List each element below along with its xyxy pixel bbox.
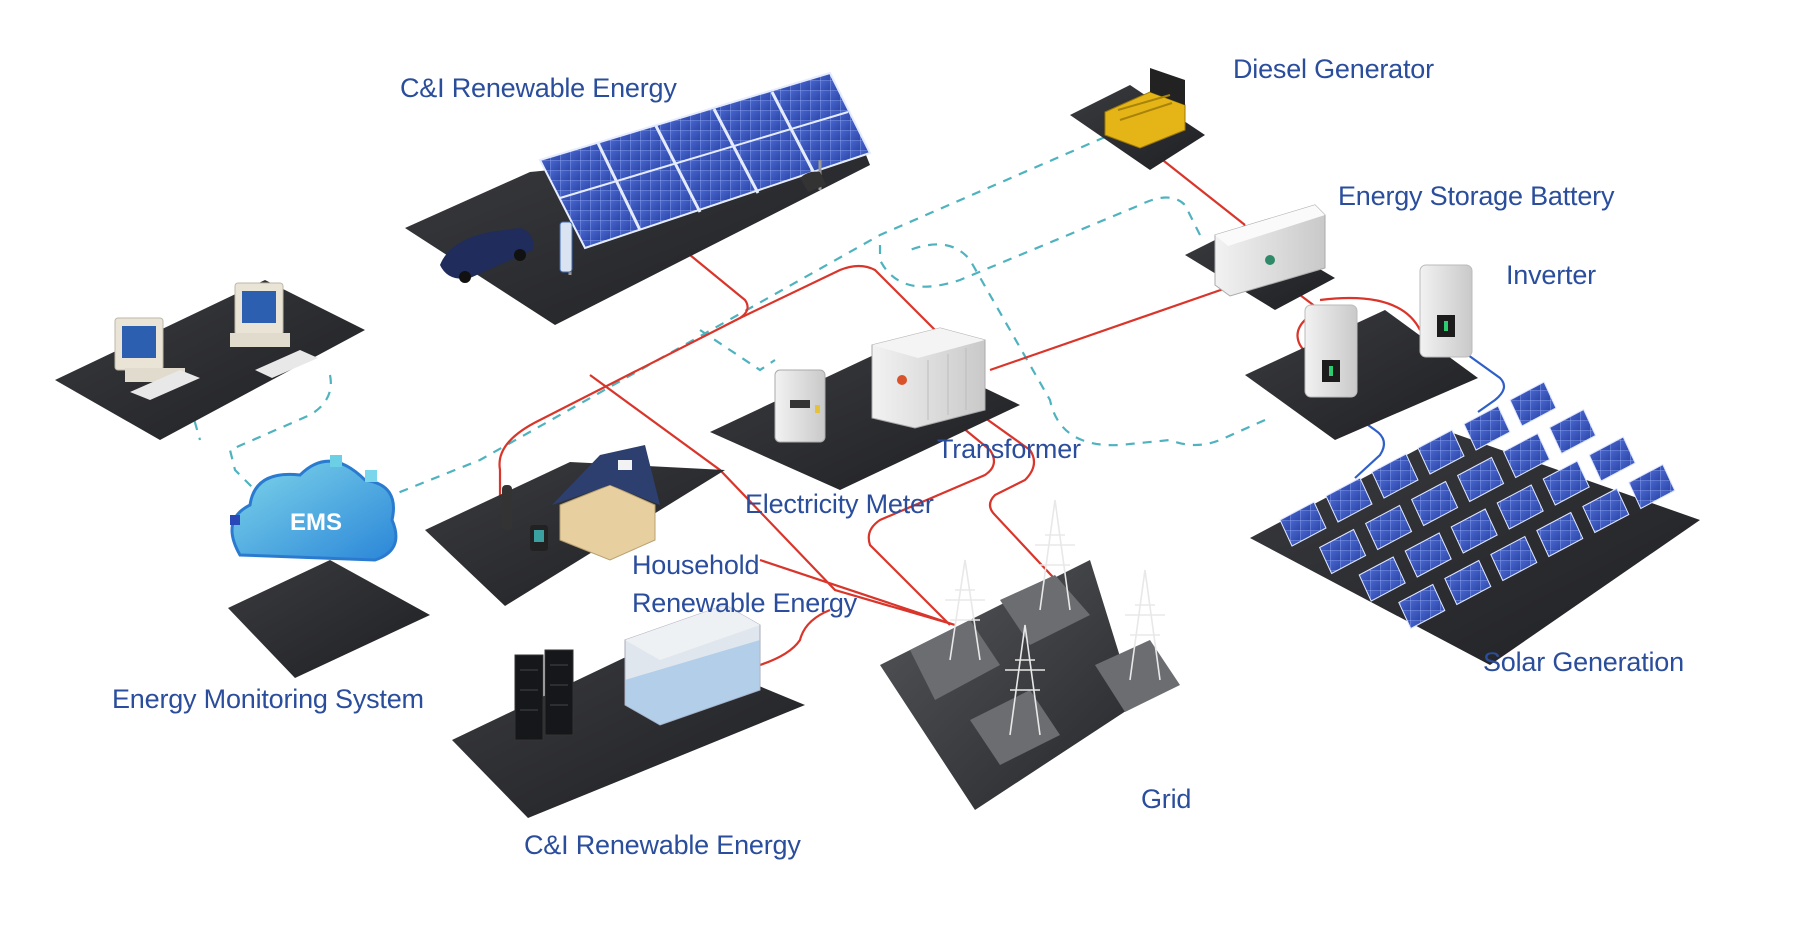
- transformer-icon: [871, 327, 986, 429]
- battery-container-icon: [1214, 204, 1326, 297]
- tower-pad: [970, 690, 1060, 765]
- diesel-generator-icon: [1104, 68, 1186, 149]
- solar-panel: [1318, 528, 1367, 575]
- power-link-carport-2: [739, 264, 936, 331]
- dc-link-inverter-1: [1339, 404, 1386, 479]
- solar-carport-icon: [440, 71, 872, 283]
- solar-panel: [1456, 456, 1505, 503]
- solar-panel: [1588, 436, 1636, 482]
- solar-panel: [1502, 432, 1551, 479]
- label-ci-top: C&I Renewable Energy: [400, 73, 677, 103]
- power-link-transformer-grid-1: [867, 404, 996, 626]
- label-electricity-meter: Electricity Meter: [745, 489, 934, 519]
- dc-links: [1339, 354, 1506, 479]
- power-link-inverter-2: [1319, 296, 1421, 331]
- platform-computers: [55, 280, 365, 440]
- solar-panel: [1325, 477, 1373, 523]
- data-link-diesel: [379, 135, 1106, 502]
- inverter-unit-1-icon: [1304, 304, 1358, 398]
- inverter-unit-2-icon: [1419, 264, 1473, 358]
- label-transformer: Transformer: [937, 434, 1081, 464]
- solar-panel: [1371, 453, 1419, 499]
- solar-panel: [1404, 532, 1452, 578]
- tower-pad: [1095, 640, 1180, 712]
- solar-panel: [1582, 487, 1630, 534]
- solar-panel: [1364, 504, 1413, 551]
- solar-panel: [1463, 405, 1511, 451]
- home-charger-icon: [502, 485, 548, 551]
- power-link-transformer-grid-2: [959, 399, 1066, 591]
- data-link-battery: [878, 196, 1201, 288]
- solar-panel: [1450, 508, 1498, 554]
- data-link-computers: [228, 374, 332, 491]
- data-link-meter: [699, 329, 776, 372]
- grid-towers-icon: [910, 499, 1180, 765]
- ems-badge: EMS: [290, 509, 342, 536]
- server-rack-icon: [514, 649, 574, 741]
- solar-panel: [1628, 463, 1676, 510]
- label-grid: Grid: [1141, 784, 1192, 814]
- ev-charger-icon: [559, 221, 573, 273]
- house-icon: [552, 445, 660, 561]
- label-ci-bottom: C&I Renewable Energy: [524, 830, 801, 860]
- power-link-battery-transformer: [989, 283, 1236, 372]
- platform-ems: [228, 560, 430, 678]
- solar-panel: [1496, 484, 1544, 530]
- solar-panel: [1410, 480, 1459, 527]
- label-diesel-generator: Diesel Generator: [1233, 54, 1434, 84]
- solar-panel: [1536, 511, 1584, 558]
- solar-panel: [1279, 501, 1327, 547]
- solar-panel: [1417, 429, 1465, 475]
- computers-icon: [114, 282, 318, 400]
- power-link-carport: [498, 254, 749, 520]
- power-link-household: [589, 374, 956, 627]
- solar-panel: [1358, 556, 1406, 602]
- label-household: Household Renewable Energy: [632, 550, 857, 619]
- label-energy-storage-battery: Energy Storage Battery: [1338, 181, 1615, 211]
- ems-cloud-icon: EMS: [230, 455, 398, 562]
- power-links: [498, 149, 1421, 667]
- solar-panel: [1398, 583, 1446, 630]
- label-energy-monitoring-system: Energy Monitoring System: [112, 684, 424, 714]
- label-household-line-1: Household: [632, 550, 760, 580]
- power-link-diesel-battery: [1149, 149, 1246, 226]
- commercial-building-icon: [624, 604, 761, 726]
- power-link-ci-bottom: [759, 608, 831, 667]
- electric-car-icon: [440, 228, 534, 283]
- label-solar-generation: Solar Generation: [1483, 647, 1684, 677]
- solar-panel: [1542, 460, 1590, 506]
- solar-panel: [1444, 559, 1492, 606]
- electricity-meter-icon: [774, 369, 826, 443]
- solar-panel: [1548, 408, 1597, 455]
- data-link-inverter: [909, 243, 1266, 447]
- label-household-line-2: Renewable Energy: [632, 588, 857, 618]
- solar-field-icon: [1279, 381, 1676, 630]
- solar-panel: [1509, 381, 1557, 427]
- label-inverter: Inverter: [1506, 260, 1596, 290]
- dc-link-inverter-2: [1467, 354, 1506, 413]
- solar-panel: [1490, 535, 1538, 582]
- inverter-icons: [1304, 264, 1473, 398]
